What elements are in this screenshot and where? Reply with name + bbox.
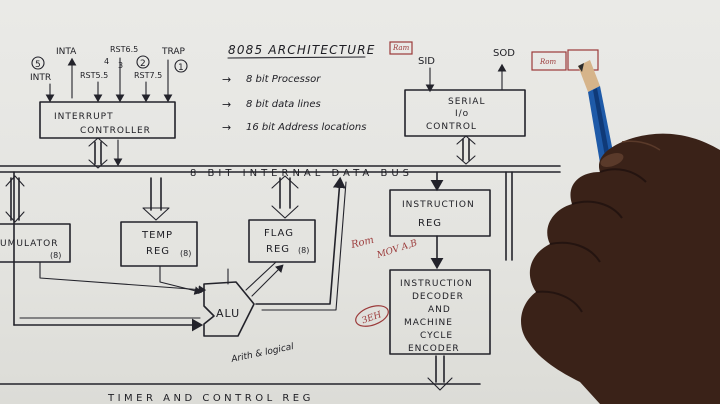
accumulator-block: UMULATOR (8) xyxy=(0,175,71,263)
internal-data-bus: 8 BIT INTERNAL DATA BUS xyxy=(0,165,561,179)
decoder-line4: MACHINE xyxy=(404,318,453,328)
sod-label: SOD xyxy=(493,48,515,59)
temp-reg-size: (8) xyxy=(180,249,191,258)
alu-label: ALU xyxy=(216,307,240,320)
instruction-reg-block: INSTRUCTION REG xyxy=(389,189,491,237)
rom-tag-small: Rom xyxy=(539,58,556,66)
accumulator-size: (8) xyxy=(50,251,61,260)
serial-io-block: Ram SID SOD SERIAL I/o CONTROL xyxy=(389,41,599,137)
flag-reg-line1: FLAG xyxy=(264,228,294,239)
notes-list: → 8 bit Processor → 8 bit data lines → 1… xyxy=(222,73,366,134)
priority-circle-5 xyxy=(31,56,45,70)
serial-line3: CONTROL xyxy=(426,122,477,132)
svg-text:→: → xyxy=(222,73,231,86)
decoder-line5: CYCLE xyxy=(420,331,453,341)
bus-label: 8 BIT INTERNAL DATA BUS xyxy=(190,168,413,179)
pin-rst65-label: RST6.5 xyxy=(110,45,138,54)
decoder-line3: AND xyxy=(428,305,451,315)
accumulator-box xyxy=(0,223,71,263)
flag-reg-block: FLAG REG (8) xyxy=(248,175,316,263)
svg-text:→: → xyxy=(222,98,231,111)
note-item-3: 16 bit Address locations xyxy=(246,122,366,133)
pin-inta-label: INTA xyxy=(56,47,77,57)
serial-line2: I/o xyxy=(455,109,469,119)
alu-block: ALU Arith & logical xyxy=(203,281,296,365)
timer-control-label: TIMER AND CONTROL REG xyxy=(107,393,314,404)
priority-number-2: 2 xyxy=(140,59,146,69)
interrupt-pin-group: INTR INTA RST5.5 RST6.5 RST7.5 TRAP 5 4 … xyxy=(30,45,188,103)
priority-circle-2 xyxy=(136,55,150,69)
temp-reg-line2: REG xyxy=(146,246,170,257)
interrupt-controller-box xyxy=(39,101,176,139)
decoder-line6: ENCODER xyxy=(408,344,460,354)
pin-rst55-label: RST5.5 xyxy=(80,71,108,80)
temp-reg-line1: TEMP xyxy=(141,230,173,241)
mov-annotation: MOV A,B xyxy=(375,238,419,261)
serial-line1: SERIAL xyxy=(448,97,485,107)
pin-rst75-label: RST7.5 xyxy=(134,71,162,80)
alu-note: Arith & logical xyxy=(230,342,296,365)
temp-reg-block: TEMP REG (8) xyxy=(120,177,198,267)
hex-annotation-circle xyxy=(355,305,389,327)
priority-number-5: 5 xyxy=(35,60,41,70)
ram-tag: Ram xyxy=(392,44,410,52)
decoder-block: INSTRUCTION DECODER AND MACHINE CYCLE EN… xyxy=(389,269,491,355)
priority-circle-1 xyxy=(174,59,188,73)
instruction-reg-line2: REG xyxy=(418,218,442,229)
svg-text:→: → xyxy=(222,121,231,134)
pin-intr-label: INTR xyxy=(30,73,51,83)
instruction-reg-line1: INSTRUCTION xyxy=(402,200,475,210)
decoder-line1: INSTRUCTION xyxy=(400,279,473,289)
hex-annotation: 3EH xyxy=(361,310,383,326)
flag-reg-box xyxy=(248,219,316,263)
diagram-title: 8085 ARCHITECTURE xyxy=(228,43,376,57)
note-item-1: 8 bit Processor xyxy=(246,74,321,85)
pin-trap-label: TRAP xyxy=(161,47,186,57)
hand-with-pencil xyxy=(521,60,720,404)
temp-reg-box xyxy=(120,221,198,267)
interrupt-controller-line2: CONTROLLER xyxy=(80,126,151,136)
flag-reg-size: (8) xyxy=(298,246,309,255)
decoder-line2: DECODER xyxy=(412,292,464,302)
sid-label: SID xyxy=(418,56,435,67)
priority-number-1: 1 xyxy=(178,63,184,73)
rom-annotation: Rom xyxy=(349,235,375,251)
note-item-2: 8 bit data lines xyxy=(246,99,321,110)
priority-number-4: 4 xyxy=(104,57,109,66)
interrupt-controller-block: INTERRUPT CONTROLLER xyxy=(39,101,176,139)
serial-io-box xyxy=(404,89,526,137)
alu-shape xyxy=(203,281,255,337)
interrupt-controller-line1: INTERRUPT xyxy=(54,112,114,122)
instruction-reg-box xyxy=(389,189,491,237)
decoder-box xyxy=(389,269,491,355)
accumulator-label: UMULATOR xyxy=(0,239,58,249)
flag-reg-line2: REG xyxy=(266,244,290,255)
